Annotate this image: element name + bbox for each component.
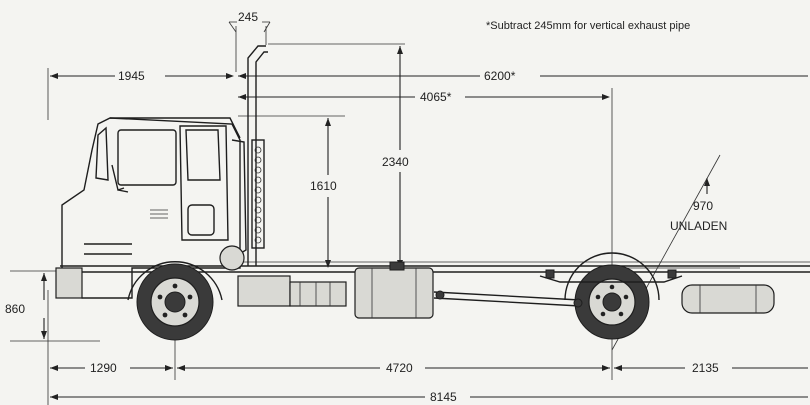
dim-exhaust-offset-label: 245 bbox=[238, 10, 258, 24]
dim-front-to-cab-label: 1945 bbox=[118, 69, 145, 83]
dim-cab-to-rear-label: 6200* bbox=[484, 69, 516, 83]
dim-cab-height-label: 1610 bbox=[310, 179, 337, 193]
transmission bbox=[237, 275, 347, 307]
rear-suspension bbox=[539, 269, 683, 283]
dim-exhaust-offset: 245 bbox=[228, 10, 271, 72]
cab bbox=[55, 117, 247, 299]
fuel-tank bbox=[354, 261, 434, 319]
front-wheel bbox=[127, 261, 223, 341]
dim-top-row: 1945 6200* bbox=[47, 68, 808, 120]
air-cleaner bbox=[219, 245, 245, 271]
dim-front-overhang-label: 1290 bbox=[90, 361, 117, 375]
drive-shaft bbox=[433, 290, 583, 308]
dim-rear-clearance-label: UNLADEN bbox=[670, 219, 727, 233]
dim-cab-to-rear-axle-label: 4065* bbox=[420, 90, 452, 104]
dim-exhaust-height-label: 2340 bbox=[382, 155, 409, 169]
dim-frame-height: 860 bbox=[5, 270, 100, 342]
dim-cab-to-rear-axle: 4065* bbox=[238, 88, 613, 380]
truck-drawing bbox=[55, 45, 810, 341]
dim-overall-length: 8145 bbox=[50, 390, 808, 404]
exhaust-note: *Subtract 245mm for vertical exhaust pip… bbox=[486, 20, 690, 32]
dim-rear-clearance-value: 970 bbox=[693, 199, 713, 213]
dim-rear-overhang-label: 2135 bbox=[692, 361, 719, 375]
spare-wheel bbox=[681, 284, 775, 314]
dim-bottom-row: 1290 4720 2135 bbox=[47, 290, 808, 405]
dim-rear-clearance: 970 UNLADEN bbox=[611, 154, 740, 351]
dim-overall-length-label: 8145 bbox=[430, 390, 457, 404]
exhaust-stack bbox=[247, 45, 268, 266]
rear-wheel bbox=[564, 252, 660, 340]
dim-frame-height-label: 860 bbox=[5, 302, 25, 316]
dim-wheelbase-label: 4720 bbox=[386, 361, 413, 375]
